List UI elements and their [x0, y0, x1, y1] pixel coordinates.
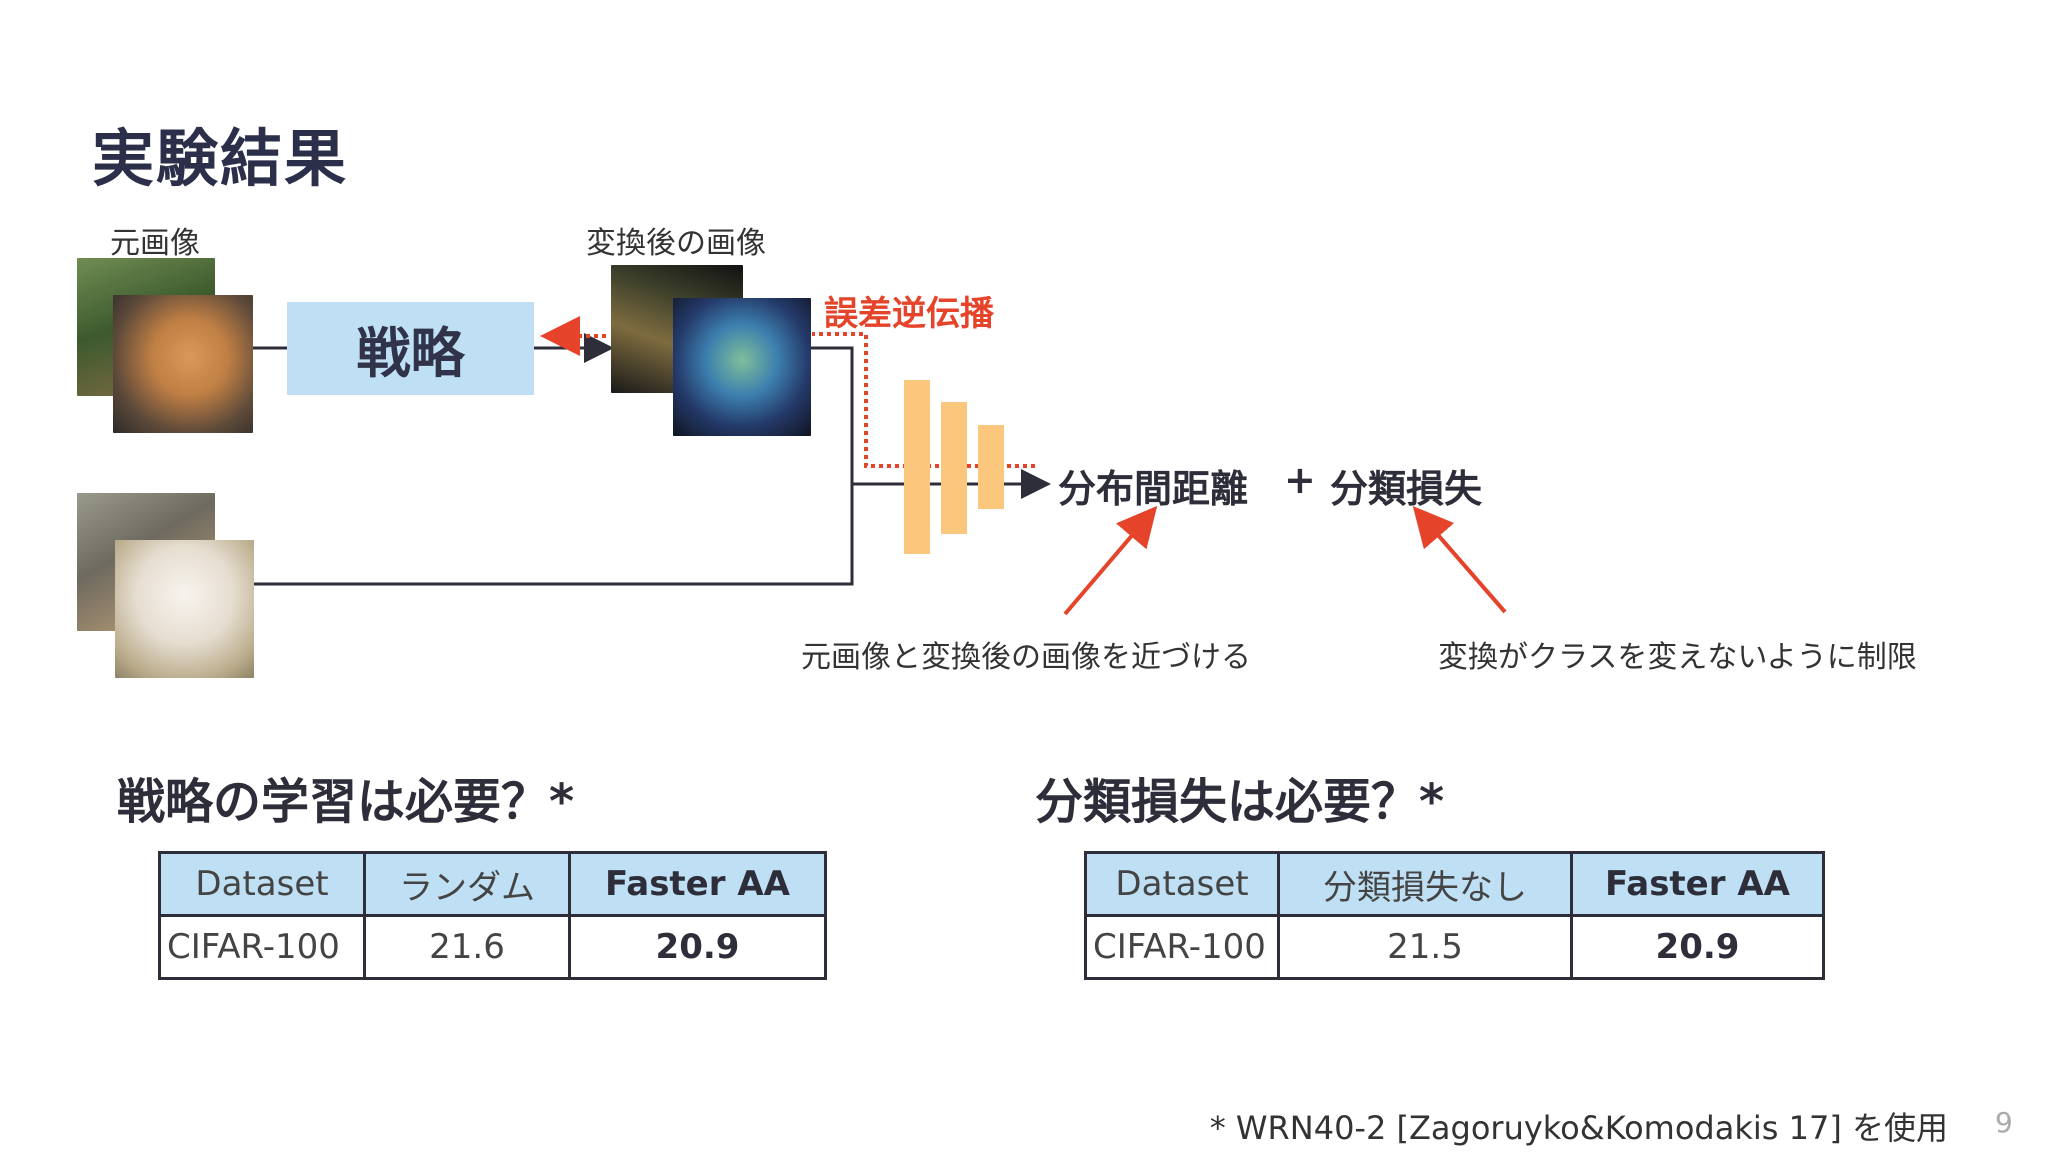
cat-transformed-photo — [673, 298, 811, 436]
page-number: 9 — [1995, 1106, 2013, 1139]
table-cell: 20.9 — [568, 914, 827, 980]
table-header-cell: Dataset — [1084, 851, 1280, 917]
strategy-box: 戦略 — [287, 302, 534, 395]
question-left: 戦略の学習は必要？* — [117, 774, 575, 830]
table-cell: 21.6 — [363, 914, 571, 980]
table-row: CIFAR-100 21.5 20.9 — [1084, 914, 1825, 980]
table-row: CIFAR-100 21.6 20.9 — [158, 914, 827, 980]
results-table-left: Dataset ランダム Faster AA CIFAR-100 21.6 20… — [158, 851, 827, 980]
table-header-row: Dataset 分類損失なし Faster AA — [1084, 851, 1825, 917]
results-table-right: Dataset 分類損失なし Faster AA CIFAR-100 21.5 … — [1084, 851, 1825, 980]
table-header-cell: ランダム — [363, 851, 571, 917]
original-image-label: 元画像 — [110, 226, 200, 261]
arrow-note-left — [1063, 505, 1158, 616]
table-cell: 20.9 — [1570, 914, 1825, 980]
distribution-distance-label: 分布間距離 — [1058, 467, 1249, 511]
classification-loss-label: 分類損失 — [1330, 467, 1483, 511]
table-cell: CIFAR-100 — [158, 914, 366, 980]
backprop-path-1 — [812, 332, 1035, 468]
arrow-note-right — [1412, 505, 1507, 614]
table-header-cell: Faster AA — [568, 851, 827, 917]
table-header-cell: 分類損失なし — [1277, 851, 1573, 917]
network-layer-2 — [941, 402, 967, 534]
cat-photo — [113, 295, 253, 433]
table-cell: 21.5 — [1277, 914, 1573, 980]
table-cell: CIFAR-100 — [1084, 914, 1280, 980]
note-left: 元画像と変換後の画像を近づける — [801, 640, 1251, 675]
network-layer-1 — [904, 380, 930, 554]
plus-sign: + — [1284, 458, 1316, 502]
footnote: * WRN40-2 [Zagoruyko&Komodakis 17] を使用 — [1209, 1109, 1948, 1147]
transformed-image-label: 変換後の画像 — [586, 226, 766, 261]
table-header-cell: Faster AA — [1570, 851, 1825, 917]
line-original-to-network — [252, 484, 854, 586]
question-right: 分類損失は必要？* — [1035, 774, 1445, 830]
table-header-cell: Dataset — [158, 851, 366, 917]
note-right: 変換がクラスを変えないように制限 — [1438, 640, 1917, 675]
puppy-photo — [115, 540, 254, 678]
network-layer-3 — [978, 425, 1004, 509]
backprop-label: 誤差逆伝播 — [824, 294, 994, 334]
page-title: 実験結果 — [92, 122, 349, 195]
table-header-row: Dataset ランダム Faster AA — [158, 851, 827, 917]
